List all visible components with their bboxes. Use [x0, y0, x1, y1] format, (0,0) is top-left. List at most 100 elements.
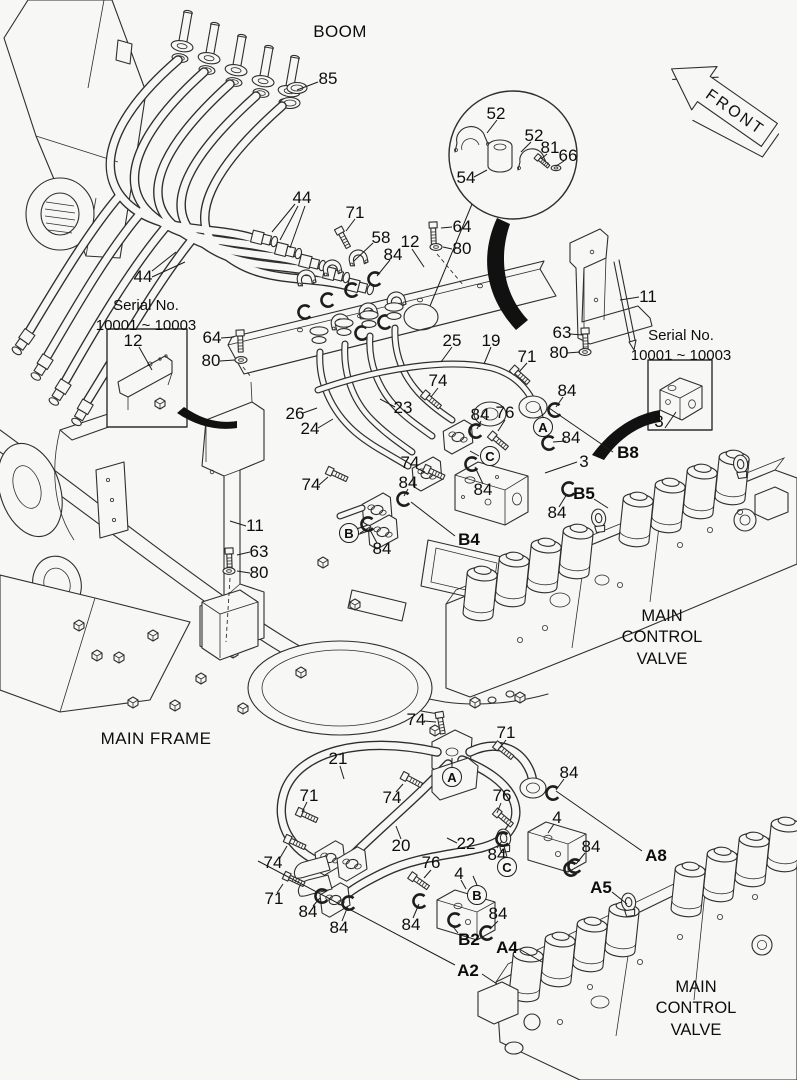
bracket-11-right: [570, 229, 652, 350]
part-callout-71: 71: [264, 889, 284, 908]
part-callout-12: 12: [123, 331, 143, 350]
part-callout-44: 44: [292, 188, 312, 207]
port-letter-c: C: [497, 857, 517, 877]
part-callout-74: 74: [400, 453, 420, 472]
part-callout-74: 74: [301, 475, 321, 494]
serial-number-note: Serial No. 10001 ~ 10003: [95, 297, 197, 334]
part-callout-74: 74: [263, 853, 283, 872]
port-letter-b: B: [467, 885, 487, 905]
part-callout-84: 84: [470, 405, 490, 424]
diagram-caption: MAIN FRAME: [100, 729, 212, 748]
port-letter-c: C: [480, 446, 500, 466]
lower-pipe-assembly: [281, 730, 586, 940]
part-callout-4: 4: [454, 864, 464, 883]
port-letter-a: A: [442, 767, 462, 787]
part-callout-26: 26: [285, 404, 305, 423]
part-callout-84: 84: [547, 503, 567, 522]
serial-box-left: [107, 329, 187, 427]
detail-balloon: [404, 91, 577, 330]
port-label-b5: B5: [573, 484, 595, 503]
part-callout-76: 76: [421, 853, 441, 872]
part-callout-85: 85: [318, 69, 338, 88]
port-label-b4: B4: [458, 530, 480, 549]
main-control-valve-lower: [478, 815, 797, 1080]
part-callout-71: 71: [517, 347, 537, 366]
port-letter-a: A: [533, 417, 553, 437]
part-callout-84: 84: [298, 902, 318, 921]
part-callout-63: 63: [552, 323, 572, 342]
diagram-caption: BOOM: [313, 22, 367, 41]
part-callout-23: 23: [393, 398, 413, 417]
part-callout-4: 4: [552, 808, 562, 827]
front-arrow: FRONT: [654, 46, 790, 165]
part-callout-44: 44: [133, 267, 153, 286]
part-callout-52: 52: [486, 104, 506, 123]
part-callout-25: 25: [442, 331, 462, 350]
part-callout-19: 19: [481, 331, 501, 350]
part-callout-58: 58: [371, 228, 391, 247]
port-label-a4: A4: [496, 938, 518, 957]
flow-swooshes: [177, 218, 660, 460]
part-callout-84: 84: [329, 918, 349, 937]
part-callout-74: 74: [382, 788, 402, 807]
part-callout-64: 64: [452, 217, 472, 236]
port-label-a5: A5: [590, 878, 612, 897]
part-callout-80: 80: [549, 343, 569, 362]
part-callout-84: 84: [561, 428, 581, 447]
part-callout-84: 84: [383, 245, 403, 264]
part-callout-80: 80: [201, 351, 221, 370]
part-callout-11: 11: [246, 516, 264, 535]
part-callout-66: 66: [558, 146, 578, 165]
port-label-a2: A2: [457, 961, 479, 980]
part-callout-71: 71: [496, 723, 516, 742]
leader-lines: [152, 82, 642, 984]
valve-block-3: [455, 462, 528, 525]
part-callout-54: 54: [456, 168, 476, 187]
part-callout-71: 71: [299, 786, 319, 805]
serial-number-note: Serial No. 10001 ~ 10003: [630, 327, 732, 364]
part-callout-12: 12: [400, 232, 420, 251]
part-callout-84: 84: [473, 480, 493, 499]
part-callout-76: 76: [492, 786, 512, 805]
part-callout-22: 22: [456, 834, 476, 853]
diagram-caption: MAIN CONTROL VALVE: [621, 606, 703, 668]
part-callout-74: 74: [428, 371, 448, 390]
part-callout-63: 63: [249, 542, 269, 561]
part-callout-24: 24: [300, 419, 320, 438]
port-label-a8: A8: [645, 846, 667, 865]
main-frame-structure: [0, 430, 551, 737]
part-callout-21: 21: [328, 749, 348, 768]
hose-bundle: [9, 60, 376, 429]
diagram-caption: MAIN CONTROL VALVE: [655, 977, 737, 1039]
port-label-b8: B8: [617, 443, 639, 462]
part-callout-80: 80: [452, 239, 472, 258]
port-letter-b: B: [339, 523, 359, 543]
part-callout-11: 11: [639, 287, 657, 306]
part-callout-84: 84: [581, 837, 601, 856]
part-callout-84: 84: [372, 539, 392, 558]
boom-structure: [4, 0, 146, 258]
part-callout-81: 81: [540, 138, 560, 157]
part-callout-71: 71: [345, 203, 365, 222]
part-callout-3: 3: [579, 452, 589, 471]
part-callout-74: 74: [406, 710, 426, 729]
banjo-fittings: [167, 8, 307, 110]
part-callout-76: 76: [495, 403, 515, 422]
part-callout-84: 84: [398, 473, 418, 492]
main-control-valve-upper: [446, 448, 797, 703]
part-callout-84: 84: [559, 763, 579, 782]
part-callout-3: 3: [654, 412, 664, 431]
part-callout-84: 84: [488, 904, 508, 923]
port-label-b2: B2: [458, 930, 480, 949]
elbow-pipes: [310, 303, 530, 466]
part-callout-84: 84: [557, 381, 577, 400]
part-callout-52: 52: [524, 126, 544, 145]
bracket-11-left: [200, 402, 264, 660]
serial-box-right: [648, 360, 712, 430]
part-callout-80: 80: [249, 563, 269, 582]
part-callout-20: 20: [391, 836, 411, 855]
fasteners: [222, 221, 592, 892]
part-callout-84: 84: [401, 915, 421, 934]
